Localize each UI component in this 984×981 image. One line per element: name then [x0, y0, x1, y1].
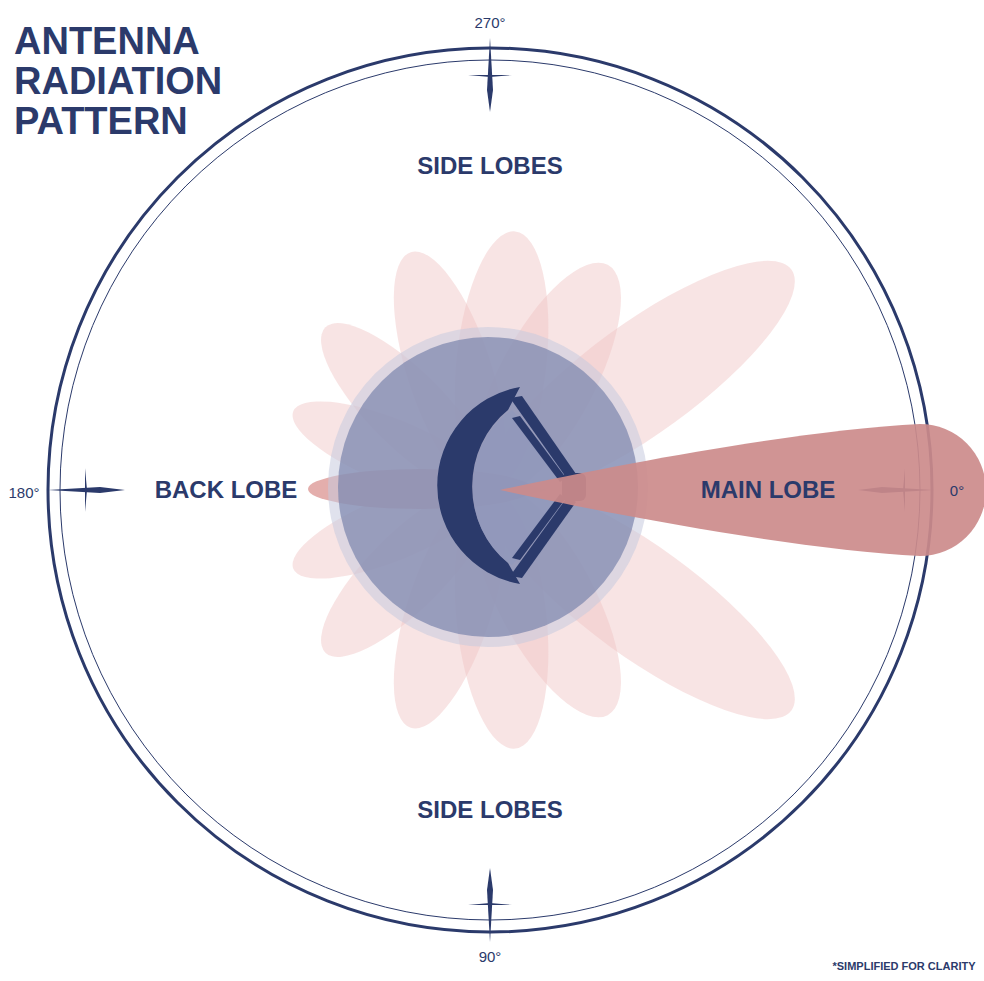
angle-label: 270°: [474, 14, 505, 31]
axis-ticks: [48, 38, 934, 942]
inner-ring: [60, 60, 920, 920]
angle-label: 90°: [479, 948, 502, 965]
diagram-title: ANTENNA RADIATION PATTERN: [14, 22, 214, 142]
region-label: SIDE LOBES: [417, 152, 562, 180]
angle-label: 180°: [8, 484, 39, 501]
angle-label: 0°: [950, 482, 964, 499]
region-label: SIDE LOBES: [417, 796, 562, 824]
footnote: *SIMPLIFIED FOR CLARITY: [833, 960, 976, 972]
outer-ring: [48, 48, 932, 932]
lobe-label: MAIN LOBE: [701, 476, 836, 504]
main-lobe: MAIN LOBE: [500, 418, 984, 562]
region-label: BACK LOBE: [155, 476, 298, 504]
